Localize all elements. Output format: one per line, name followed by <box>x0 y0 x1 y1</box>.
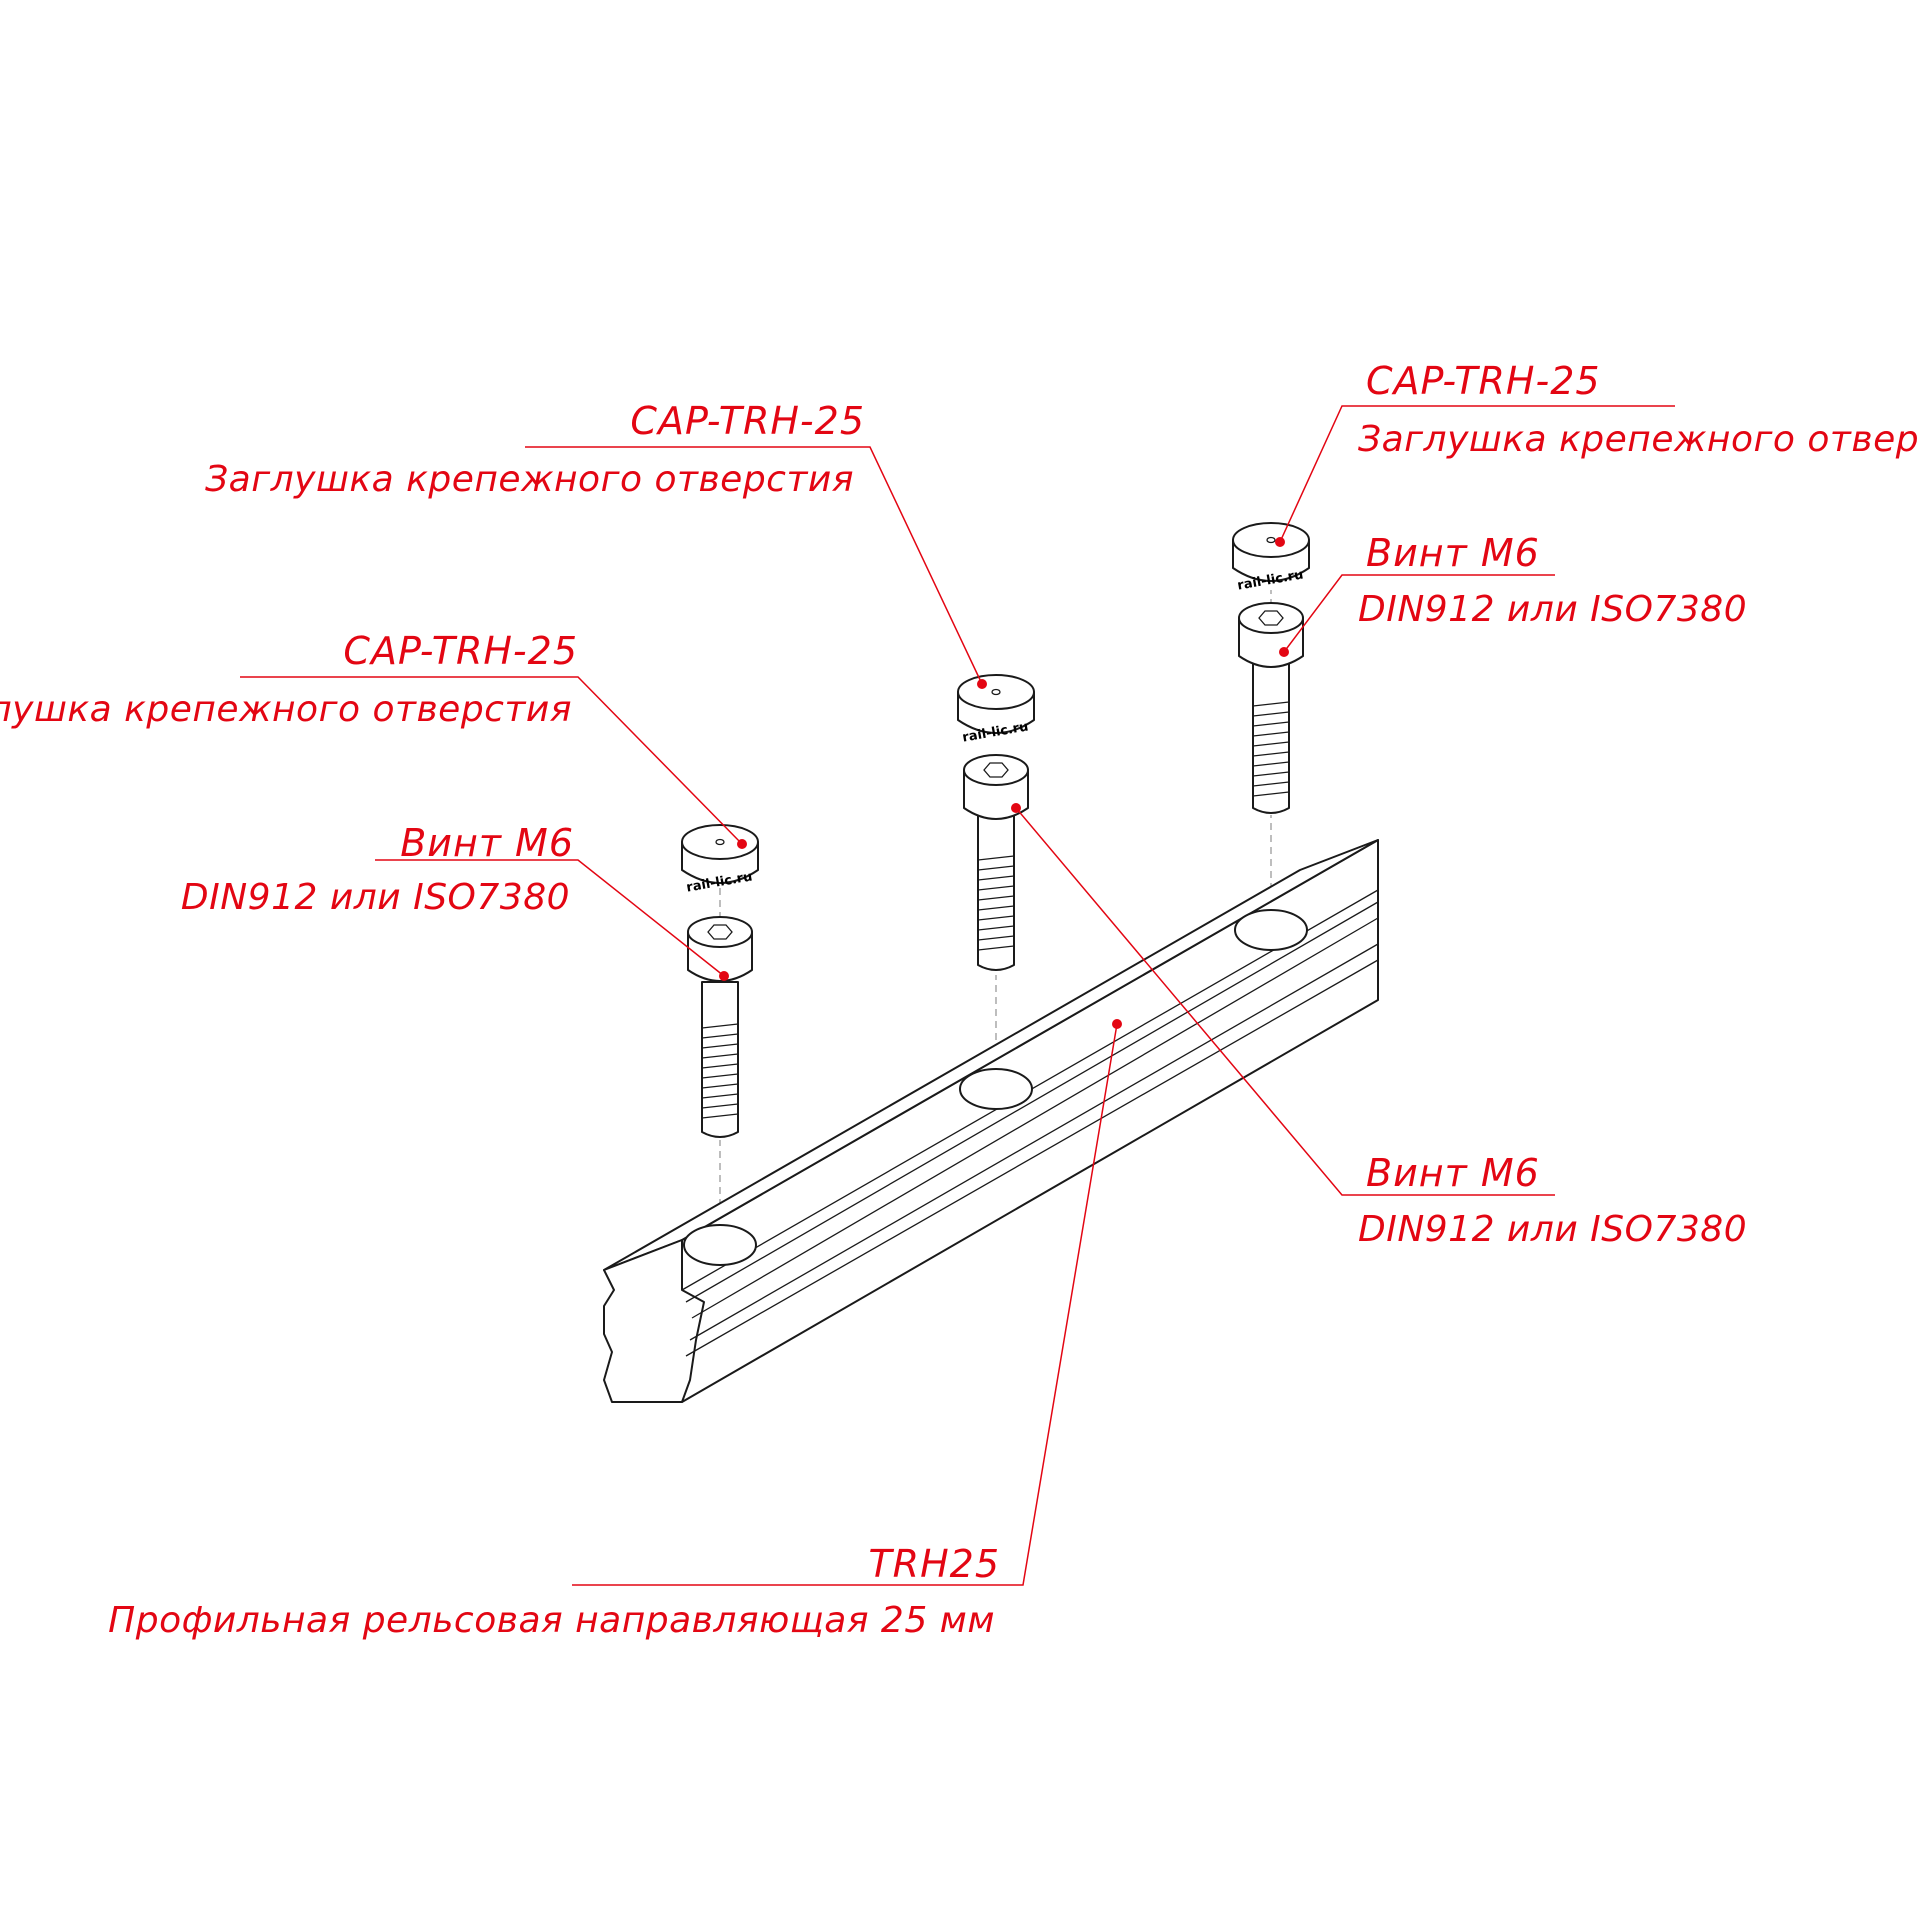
rail-trh25 <box>603 839 1379 1403</box>
screw-middle-description: DIN912 или ISO7380 <box>1358 1209 1748 1250</box>
thread-right <box>1252 701 1290 797</box>
thread-left <box>701 1023 739 1119</box>
screw-right <box>1238 602 1304 814</box>
cap-middle-description: Заглушка крепежного отверстия <box>205 459 854 500</box>
screw-right-code: Винт М6 <box>1366 531 1540 575</box>
thread-middle <box>977 855 1015 951</box>
rail-code: TRH25 <box>868 1542 1000 1586</box>
cap-left: rail-lic.ru <box>681 824 759 896</box>
cap-right-description: Заглушка крепежного отверстия <box>1358 419 1920 460</box>
screw-left-code: Винт М6 <box>400 821 574 865</box>
cap-left-description: Заглушка крепежного отверстия <box>0 689 572 730</box>
cap-right: rail-lic.ru <box>1232 522 1310 594</box>
cap-middle-code: CAP-TRH-25 <box>630 399 865 443</box>
screw-middle <box>963 754 1029 971</box>
screw-right-description: DIN912 или ISO7380 <box>1358 589 1748 630</box>
cap-right-code: CAP-TRH-25 <box>1366 359 1601 403</box>
screw-middle-code: Винт М6 <box>1366 1151 1540 1195</box>
screw-left-description: DIN912 или ISO7380 <box>180 877 570 918</box>
cap-middle: rail-lic.ru <box>957 674 1035 746</box>
screw-left <box>687 916 753 1138</box>
rail-description: Профильная рельсовая направляющая 25 мм <box>108 1600 995 1641</box>
leader-lines <box>240 405 1675 1586</box>
cap-left-code: CAP-TRH-25 <box>343 629 578 673</box>
